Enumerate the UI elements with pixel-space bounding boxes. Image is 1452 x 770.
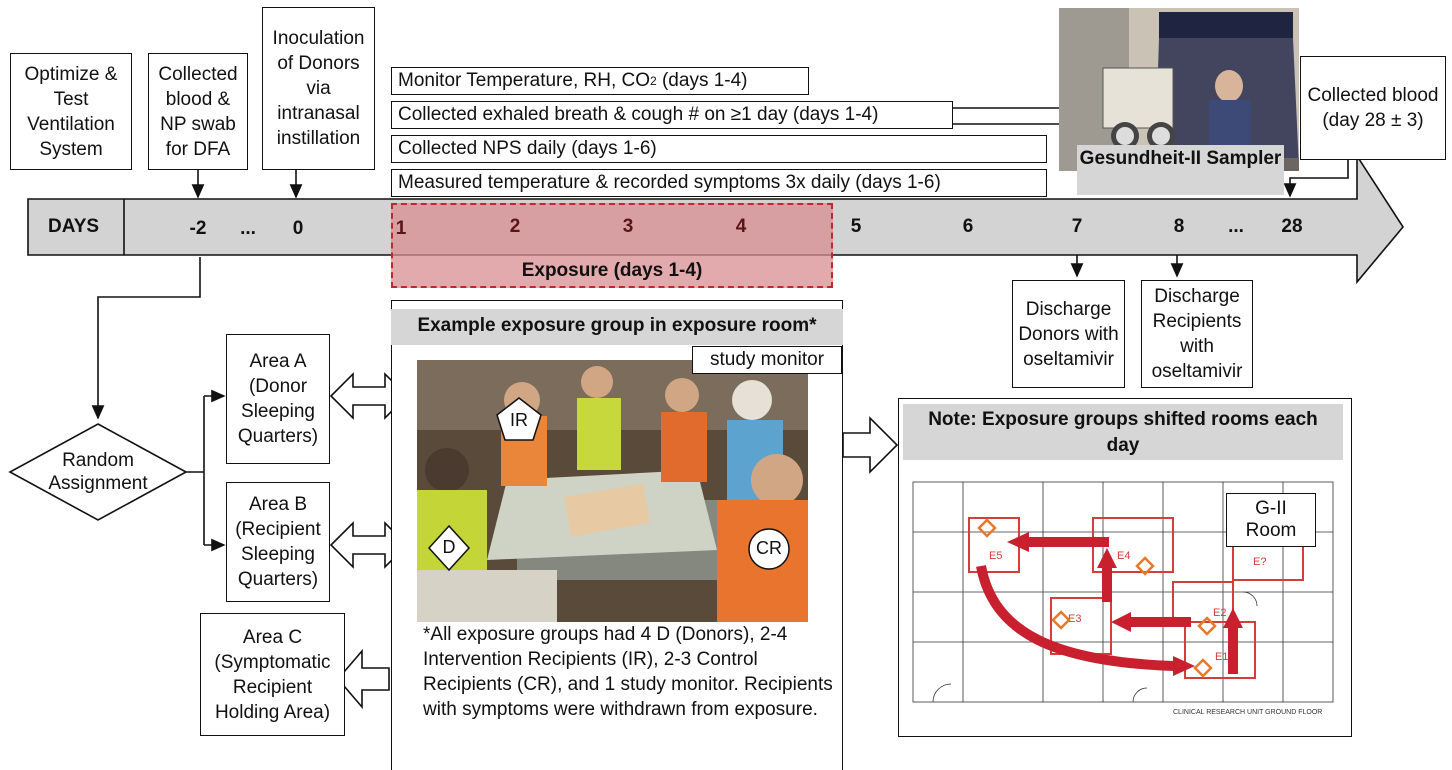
exposure-days-label: Exposure (days 1-4) xyxy=(521,260,703,281)
room-marker-diamond xyxy=(1197,616,1217,636)
area-b-box: Area B (Recipient Sleeping Quarters) xyxy=(226,482,330,602)
sampler-photo-art xyxy=(1059,8,1299,171)
room-label: E1 xyxy=(1215,651,1228,663)
room-e1-outline xyxy=(1184,621,1256,679)
room-marker-diamond xyxy=(1135,556,1155,576)
day-tick: 7 xyxy=(1071,216,1083,237)
timeline-days-label: DAYS xyxy=(48,216,100,237)
gesundheit-sampler-photo xyxy=(1059,8,1299,171)
co2-subscript: 2 xyxy=(650,74,657,88)
collected-nps-text: Collected NPS daily (days 1-6) xyxy=(398,138,657,159)
monitor-temp-days: (days 1-4) xyxy=(656,70,748,91)
day-tick: 2 xyxy=(509,216,521,237)
monitor-temp-text: Monitor Temperature, RH, CO xyxy=(398,70,651,91)
day-tick: 3 xyxy=(622,216,634,237)
day-tick: 0 xyxy=(292,218,304,239)
exposure-photo-art xyxy=(417,360,808,622)
exposure-group-photo xyxy=(417,360,808,622)
exhaled-breath-bar: Collected exhaled breath & cough # on ≥1… xyxy=(391,101,953,129)
ir-marker-pentagon xyxy=(496,397,542,441)
temperature-symptoms-text: Measured temperature & recorded symptoms… xyxy=(398,172,941,193)
connector-random xyxy=(91,257,201,420)
room-marker-diamond xyxy=(1051,610,1071,630)
day-tick: -2 xyxy=(189,218,207,239)
day-tick: 8 xyxy=(1173,216,1185,237)
cr-marker-circle xyxy=(748,528,790,570)
exposure-room-header: Example exposure group in exposure room* xyxy=(391,309,843,345)
exhaled-breath-text: Collected exhaled breath & cough # on ≥1… xyxy=(398,104,879,125)
d-marker-diamond xyxy=(427,524,471,572)
connector-blood-28 xyxy=(1283,160,1349,198)
day-tick: 5 xyxy=(850,216,862,237)
day-tick: 28 xyxy=(1281,216,1303,237)
room-label: E3 xyxy=(1068,613,1081,625)
room-label: E? xyxy=(1253,556,1266,568)
discharge-donors-box: Discharge Donors with oseltamivir xyxy=(1012,280,1125,388)
exposure-highlight xyxy=(391,203,833,288)
room-label: E5 xyxy=(989,550,1002,562)
day-tick: 6 xyxy=(962,216,974,237)
area-a-box: Area A (Donor Sleeping Quarters) xyxy=(226,334,330,464)
ir-marker-label: IR xyxy=(510,410,528,430)
room-to-floorplan-arrow xyxy=(842,416,899,474)
day-tick: ... xyxy=(1228,216,1244,237)
inoculation-box: Inoculation of Donors via intranasal ins… xyxy=(262,7,375,170)
cr-marker-label: CR xyxy=(756,538,782,558)
gii-room-box: G-II Room xyxy=(1226,493,1316,547)
room-marker-diamond xyxy=(977,518,997,538)
temperature-symptoms-bar: Measured temperature & recorded symptoms… xyxy=(391,169,1047,197)
room-marker-diamond xyxy=(1193,658,1213,678)
floorplan-header: Note: Exposure groups shifted rooms each… xyxy=(903,404,1343,460)
flow-arrow-e5-e1 xyxy=(976,565,1176,671)
room-label: E2 xyxy=(1213,607,1226,619)
collected-nps-bar: Collected NPS daily (days 1-6) xyxy=(391,135,1047,163)
collected-blood-day28-box: Collected blood (day 28 ± 3) xyxy=(1300,56,1446,160)
day-tick: 4 xyxy=(735,216,747,237)
room-e?-outline xyxy=(1232,545,1304,581)
floorplan-drawing: E5 E4 E? E3 E2 E1 CLINICAL RESEARCH UNIT… xyxy=(912,481,1334,716)
photo-markers xyxy=(427,397,790,572)
plan-caption: CLINICAL RESEARCH UNIT GROUND FLOOR xyxy=(1173,709,1322,716)
random-assignment-diamond xyxy=(8,423,188,521)
discharge-recipients-box: Discharge Recipients with oseltamivir xyxy=(1141,280,1253,388)
optimize-ventilation-box: Optimize & Test Ventilation System xyxy=(10,53,132,170)
sampler-label: Gesundheit-II Sampler xyxy=(1077,145,1284,195)
study-monitor-label: study monitor xyxy=(692,346,842,374)
room-label: E4 xyxy=(1117,550,1130,562)
area-c-arrow xyxy=(336,648,390,710)
connector-areas xyxy=(186,396,205,545)
d-marker-label: D xyxy=(442,537,456,557)
collected-blood-np-box: Collected blood & NP swab for DFA xyxy=(148,53,248,170)
area-c-box: Area C (Symptomatic Recipient Holding Ar… xyxy=(200,613,345,736)
exposure-footnote: *All exposure groups had 4 D (Donors), 2… xyxy=(423,624,833,720)
day-tick: ... xyxy=(240,218,256,239)
day-tick: 1 xyxy=(395,218,407,239)
random-assignment-label: Random Assignment xyxy=(48,450,148,494)
